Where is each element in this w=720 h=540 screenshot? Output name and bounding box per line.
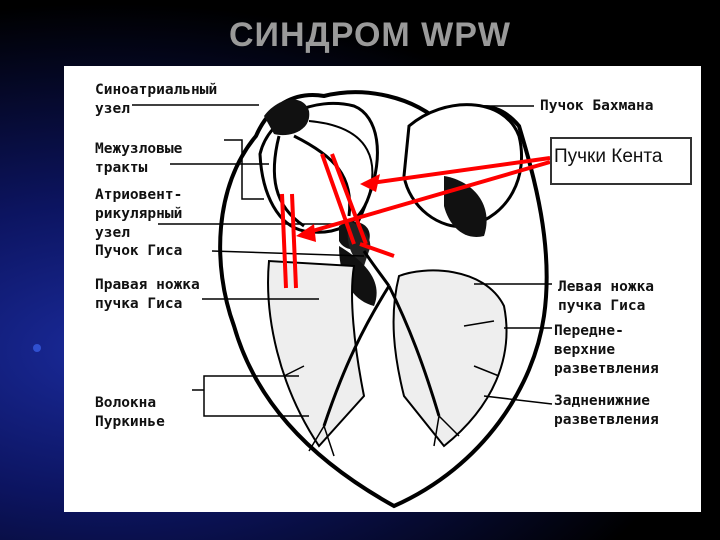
- kent-arrow-upper-head: [360, 174, 380, 192]
- kent-arrow-lower-head: [296, 224, 316, 242]
- label-left-branch: Левая ножка пучка Гиса: [558, 279, 655, 314]
- label-right-branch: Правая ножка пучка Гиса: [95, 277, 200, 312]
- kent-bundle-red-center: [320, 153, 395, 258]
- right-ventricle: [267, 259, 366, 448]
- label-sa-node: Синоатриальный узел: [95, 82, 218, 117]
- right-bundle-branch: [322, 285, 391, 427]
- leader-line: [211, 250, 365, 257]
- sa-node-blob: [264, 99, 310, 136]
- internodal-tract: [272, 135, 305, 228]
- label-av-node: Атриовент- рикулярный узел: [95, 187, 183, 241]
- left-ventricle: [392, 269, 508, 448]
- internodal-tract: [308, 120, 374, 232]
- leader-line: [483, 395, 553, 405]
- heart-diagram-panel: Синоатриальный узел Межузловые тракты Ат…: [64, 66, 701, 512]
- label-kent-bundles: Пучки Кента: [554, 146, 663, 167]
- leader-line: [192, 375, 309, 417]
- purkinje-fibers: [283, 320, 500, 457]
- kent-arrow-lower: [301, 160, 551, 236]
- kent-arrow-upper: [363, 156, 551, 186]
- his-bundle: [362, 250, 391, 287]
- kent-bundle-red-left: [280, 193, 298, 289]
- bullet-dot: [33, 344, 41, 352]
- label-internodal-tracts: Межузловые тракты: [95, 141, 183, 176]
- label-his-bundle: Пучок Гиса: [95, 243, 183, 259]
- septum-dark-area: [347, 221, 371, 266]
- label-bachmann-bundle: Пучок Бахмана: [540, 98, 654, 114]
- label-purkinje-fibers: Волокна Пуркинье: [95, 395, 165, 430]
- label-anterosuperior-branches: Передне- верхние разветвления: [554, 323, 659, 377]
- heart-conduction-diagram: [132, 90, 553, 509]
- leader-line: [224, 139, 264, 200]
- valve-dark-area: [339, 246, 377, 306]
- slide-title: СИНДРОМ WPW: [228, 16, 512, 54]
- kent-label-box: [550, 137, 692, 185]
- label-posteroinferior-branches: Задненижние разветвления: [554, 393, 659, 428]
- left-bundle-branch: [387, 285, 441, 417]
